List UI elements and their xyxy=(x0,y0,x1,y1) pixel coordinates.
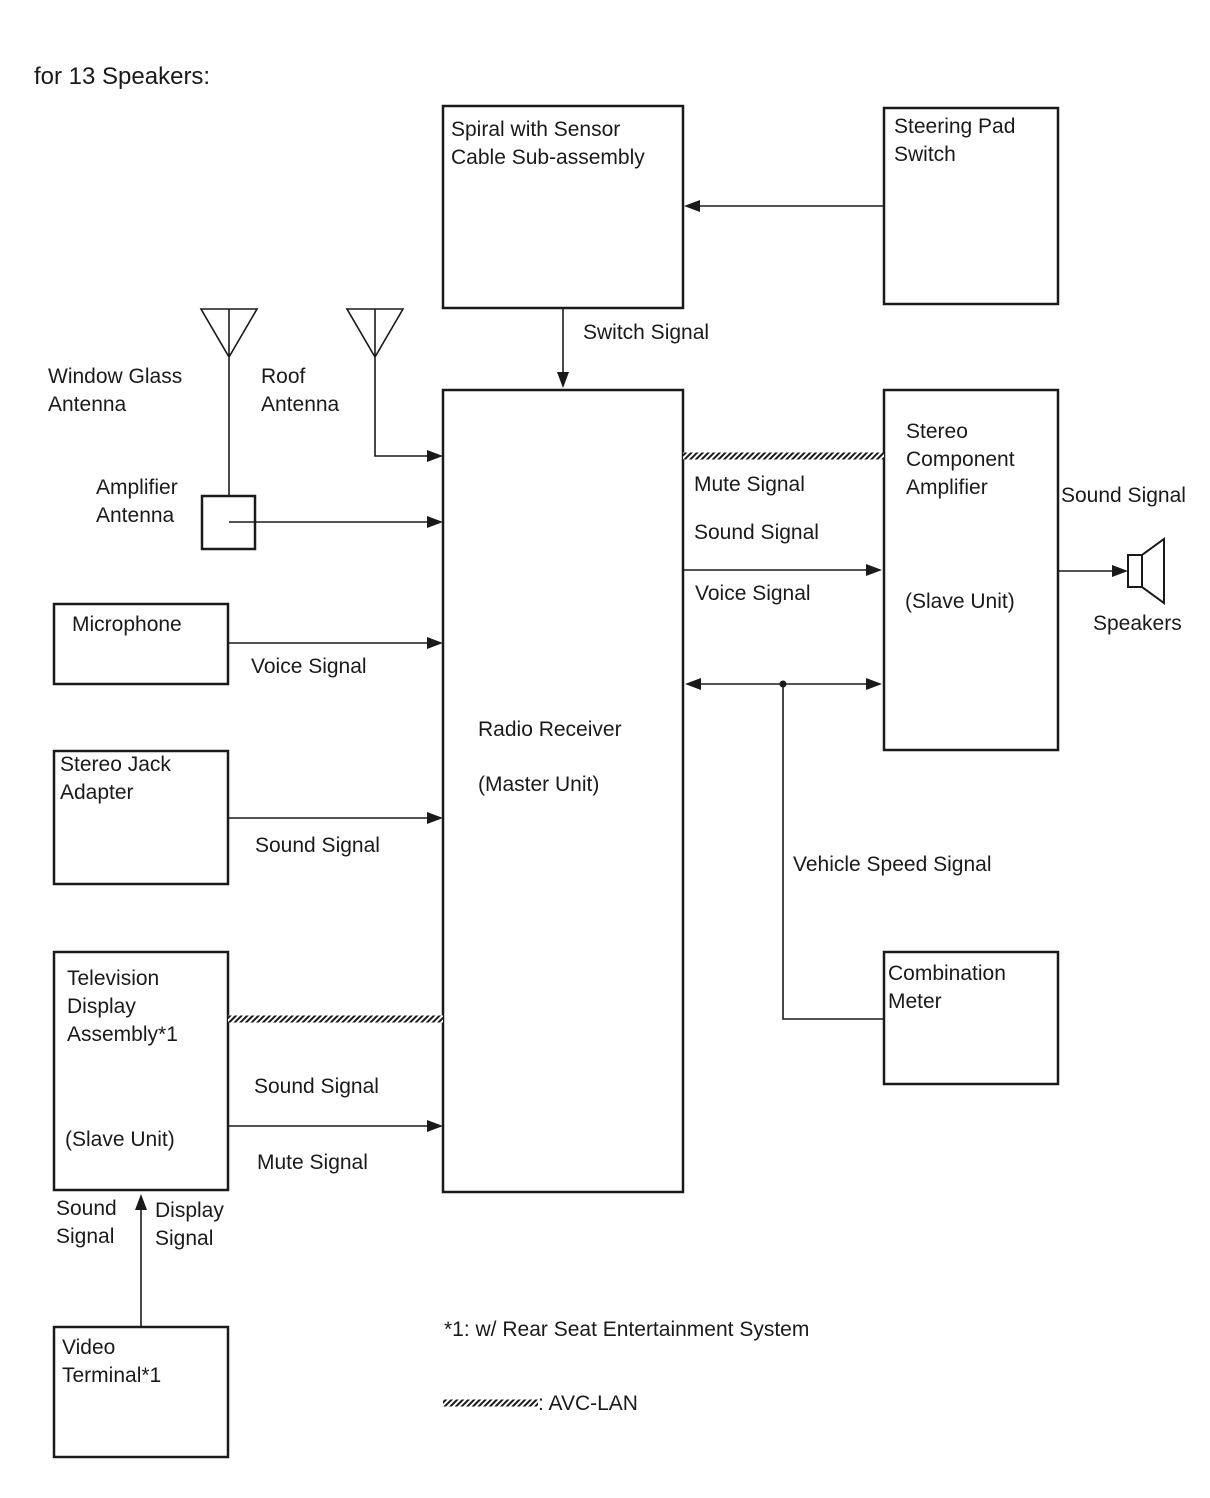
stereo-amplifier-block: Stereo Component Amplifier (Slave Unit) xyxy=(882,388,1060,752)
window-glass-antenna: Window Glass Antenna Amplifier Antenna xyxy=(48,308,443,551)
television-display-block: Television Display Assembly*1 (Slave Uni… xyxy=(52,950,230,1192)
avc-lan-legend: : AVC-LAN xyxy=(443,1392,638,1415)
amp-mute-signal-label: Mute Signal xyxy=(694,473,805,496)
radio-receiver-role: (Master Unit) xyxy=(478,773,599,796)
avc-lan-legend-label: : AVC-LAN xyxy=(538,1392,638,1415)
microphone-block: Microphone xyxy=(52,602,230,686)
tv-label-line3: Assembly*1 xyxy=(67,1023,178,1046)
steering-pad-label-line2: Switch xyxy=(894,143,956,166)
window-antenna-label-line2: Antenna xyxy=(48,393,127,416)
tv-label-line1: Television xyxy=(67,967,159,990)
video-terminal-block: Video Terminal*1 xyxy=(52,1325,230,1459)
spiral-cable-label-line1: Spiral with Sensor xyxy=(451,118,620,141)
switch-signal-label: Switch Signal xyxy=(583,321,709,344)
roof-antenna: Roof Antenna xyxy=(261,308,443,462)
amp-sound-signal-label: Sound Signal xyxy=(694,521,819,544)
combination-meter-label-line1: Combination xyxy=(888,962,1006,985)
video-terminal-label-line2: Terminal*1 xyxy=(62,1364,161,1387)
microphone-label: Microphone xyxy=(72,613,182,636)
microphone-voice-link: Voice Signal xyxy=(228,637,443,678)
vehicle-speed-link: Vehicle Speed Signal xyxy=(685,678,992,1020)
stereo-jack-label-line2: Adapter xyxy=(60,781,134,804)
amplifier-label-line2: Component xyxy=(906,448,1015,471)
video-terminal-label-line1: Video xyxy=(62,1336,115,1359)
footnote: *1: w/ Rear Seat Entertainment System xyxy=(444,1318,809,1341)
video-sound-signal-label-line2: Signal xyxy=(56,1225,114,1248)
amplifier-label-line1: Stereo xyxy=(906,420,968,443)
stereo-jack-label-line1: Stereo Jack xyxy=(60,753,171,776)
roof-antenna-label-line2: Antenna xyxy=(261,393,340,416)
tv-label-line2: Display xyxy=(67,995,136,1018)
amplifier-label-line3: Amplifier xyxy=(906,476,988,499)
steering-pad-switch-block: Steering Pad Switch xyxy=(882,106,1060,306)
speaker-sound-signal-label: Sound Signal xyxy=(1061,484,1186,507)
radio-receiver-label: Radio Receiver xyxy=(478,718,622,741)
tv-mute-signal-label: Mute Signal xyxy=(257,1151,368,1174)
combination-meter-label-line2: Meter xyxy=(888,990,942,1013)
video-to-tv-link: Sound Signal Display Signal xyxy=(56,1194,224,1327)
window-antenna-label-line1: Window Glass xyxy=(48,365,182,388)
diagram-title: for 13 Speakers: xyxy=(34,63,210,90)
spiral-cable-block: Spiral with Sensor Cable Sub-assembly xyxy=(441,104,685,310)
combination-meter-block: Combination Meter xyxy=(882,950,1060,1086)
stereo-jack-adapter-block: Stereo Jack Adapter xyxy=(52,749,230,886)
tv-sound-mute-link: Sound Signal Mute Signal xyxy=(228,1075,443,1174)
roof-antenna-label-line1: Roof xyxy=(261,365,306,388)
tv-sound-signal-label: Sound Signal xyxy=(254,1075,379,1098)
video-display-signal-label-line2: Signal xyxy=(155,1227,213,1250)
spiral-cable-label-line2: Cable Sub-assembly xyxy=(451,146,645,169)
steering-to-spiral-link xyxy=(684,200,884,212)
tv-role: (Slave Unit) xyxy=(65,1128,175,1151)
radio-to-amplifier-link: Mute Signal Sound Signal Voice Signal xyxy=(683,473,882,605)
steering-pad-label-line1: Steering Pad xyxy=(894,115,1015,138)
amp-voice-signal-label: Voice Signal xyxy=(695,582,811,605)
amplifier-to-speakers-link: Sound Signal xyxy=(1058,484,1186,577)
amplifier-antenna-label-line2: Antenna xyxy=(96,504,175,527)
vehicle-speed-signal-label: Vehicle Speed Signal xyxy=(793,853,992,876)
switch-signal-link: Switch Signal xyxy=(557,308,709,388)
video-display-signal-label-line1: Display xyxy=(155,1199,224,1222)
amplifier-role: (Slave Unit) xyxy=(905,590,1015,613)
radio-receiver-block: Radio Receiver (Master Unit) xyxy=(441,388,685,1194)
speaker-icon: Speakers xyxy=(1093,537,1182,635)
mic-voice-signal-label: Voice Signal xyxy=(251,655,367,678)
video-sound-signal-label-line1: Sound xyxy=(56,1197,117,1220)
amplifier-antenna-label-line1: Amplifier xyxy=(96,476,178,499)
jack-sound-signal-label: Sound Signal xyxy=(255,834,380,857)
jack-sound-link: Sound Signal xyxy=(228,812,443,857)
speakers-label: Speakers xyxy=(1093,612,1182,635)
